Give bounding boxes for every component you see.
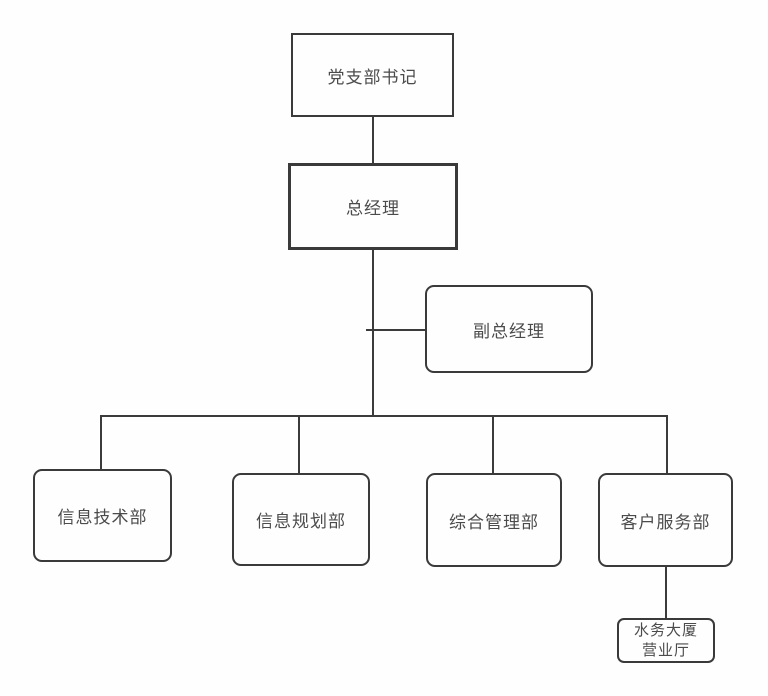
node-information-planning-dept: 信息规划部 <box>232 473 370 566</box>
node-water-building-business-hall: 水务大厦 营业厅 <box>617 618 715 663</box>
node-deputy-general-manager: 副总经理 <box>425 285 593 373</box>
node-customer-service-dept: 客户服务部 <box>598 473 733 567</box>
node-label: 党支部书记 <box>327 67 418 87</box>
node-label: 信息技术部 <box>57 508 148 527</box>
node-label: 客户服务部 <box>620 512 711 532</box>
node-party-branch-secretary: 党支部书记 <box>291 33 454 117</box>
node-label: 信息规划部 <box>256 512 346 531</box>
node-label: 副总经理 <box>473 321 545 341</box>
node-general-manager: 总经理 <box>288 163 458 250</box>
node-label: 总经理 <box>346 199 400 218</box>
node-general-management-dept: 综合管理部 <box>426 473 562 567</box>
node-label: 水务大厦 营业厅 <box>634 621 698 660</box>
node-information-technology-dept: 信息技术部 <box>33 469 172 562</box>
node-label-line2: 营业厅 <box>641 641 690 659</box>
node-label-line1: 水务大厦 <box>633 622 698 639</box>
node-label: 综合管理部 <box>449 512 539 532</box>
